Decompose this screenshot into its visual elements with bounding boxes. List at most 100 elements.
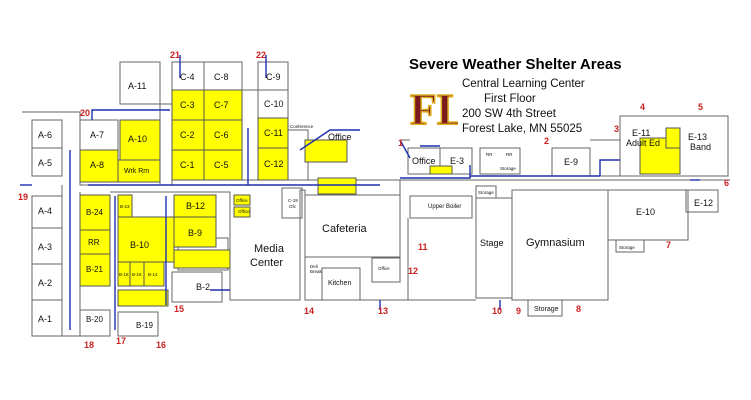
shelter-b14 xyxy=(143,261,165,287)
label-a6: A-6 xyxy=(38,130,52,140)
label-cafeteria: Cafeteria xyxy=(322,223,368,235)
label-conference: Conference xyxy=(290,124,314,129)
city-address: Forest Lake, MN 55025 xyxy=(462,123,583,135)
label-e11: E-11 xyxy=(632,128,650,138)
label-adult-ed: Adult Ed xyxy=(626,138,660,148)
shelter-c5 xyxy=(203,149,243,181)
label-e12: E-12 xyxy=(694,198,713,208)
exit-19: 19 xyxy=(18,192,28,202)
room-labels: A-11 A-6 A-5 A-7 A-8 A-10 Wrk Rm A-4 A-3… xyxy=(38,72,713,330)
shelter-e3-strip xyxy=(429,165,453,175)
label-c19: C-19 xyxy=(288,198,298,203)
room-b20 xyxy=(79,309,111,337)
label-deli: Deli xyxy=(310,264,318,269)
label-a5: A-5 xyxy=(38,158,52,168)
shelter-areas xyxy=(79,89,681,307)
room-rr-e xyxy=(479,147,521,175)
label-office-c: Office xyxy=(328,132,351,142)
exit-numbers: 1 2 3 4 5 6 7 8 9 10 11 12 13 14 15 16 1… xyxy=(18,50,729,350)
label-a4: A-4 xyxy=(38,206,52,216)
label-storage-e10: Storage xyxy=(619,245,635,250)
shelter-b24 xyxy=(79,194,111,231)
label-office-c16: Office xyxy=(238,209,250,214)
room-stage xyxy=(475,197,513,299)
label-c10: C-10 xyxy=(264,99,284,109)
exit-8: 8 xyxy=(576,304,581,314)
exit-1: 1 xyxy=(398,138,403,148)
label-b24: B-24 xyxy=(86,208,103,217)
shelter-c16 xyxy=(233,206,251,218)
shelter-a8 xyxy=(79,149,119,183)
label-b9: B-9 xyxy=(188,228,202,238)
label-b10: B-10 xyxy=(130,240,149,250)
exit-14: 14 xyxy=(304,306,314,316)
label-rr: RR xyxy=(88,238,100,247)
room-storage-stage xyxy=(475,185,497,199)
label-a8: A-8 xyxy=(90,160,104,170)
shelter-e13 xyxy=(665,127,681,149)
label-e10: E-10 xyxy=(636,207,655,217)
shelter-a10 xyxy=(119,119,161,161)
evacuation-routes xyxy=(20,55,700,330)
shelter-rr xyxy=(79,229,111,255)
exit-22: 22 xyxy=(256,50,266,60)
label-a7: A-7 xyxy=(90,130,104,140)
label-storage-gym: Storage xyxy=(534,306,559,313)
label-e9: E-9 xyxy=(564,157,578,167)
room-upper-boiler xyxy=(409,195,473,219)
label-b20: B-20 xyxy=(86,315,103,324)
label-wrk-rm: Wrk Rm xyxy=(124,168,149,175)
label-c9: C-9 xyxy=(266,72,281,82)
label-b16: B-16 xyxy=(132,272,142,277)
shelter-c7 xyxy=(203,89,243,121)
shelter-b-small xyxy=(117,289,169,307)
label-b12: B-12 xyxy=(186,201,205,211)
room-office-cafe xyxy=(371,257,401,283)
exit-3: 3 xyxy=(614,124,619,134)
label-b14: B-14 xyxy=(148,272,158,277)
exit-13: 13 xyxy=(378,306,388,316)
exit-21: 21 xyxy=(170,50,180,60)
floor-name: First Floor xyxy=(484,93,536,105)
label-storage-e: Storage xyxy=(500,166,516,171)
shelter-b21 xyxy=(79,253,111,287)
map-title: Severe Weather Shelter Areas xyxy=(409,56,622,73)
label-b21: B-21 xyxy=(86,265,103,274)
label-office-e: Office xyxy=(412,156,435,166)
shelter-b9 xyxy=(173,216,217,248)
label-c3: C-3 xyxy=(180,100,195,110)
room-e12 xyxy=(685,189,719,213)
exit-11: 11 xyxy=(418,242,428,252)
label-rr-e2: RR xyxy=(506,152,513,157)
label-center: Center xyxy=(250,257,283,269)
shelter-c11 xyxy=(257,117,289,149)
label-c6: C-6 xyxy=(214,130,229,140)
exit-4: 4 xyxy=(640,102,645,112)
room-storage-e xyxy=(615,239,645,253)
label-office-cafe: Office xyxy=(378,266,390,271)
label-b19: B-19 xyxy=(136,321,153,330)
label-storage-stage: Storage xyxy=(478,190,494,195)
label-kitchen: Kitchen xyxy=(328,280,351,287)
shelter-hall xyxy=(317,177,357,195)
label-c19-ofc: Ofc xyxy=(289,204,297,209)
label-rr-e: RR xyxy=(486,152,493,157)
label-e13: E-13 xyxy=(688,132,707,142)
shelter-office xyxy=(304,139,348,163)
shelter-c6 xyxy=(203,119,243,151)
label-gymnasium: Gymnasium xyxy=(526,237,585,249)
shelter-c12 xyxy=(257,147,289,181)
street-address: 200 SW 4th Street xyxy=(462,108,556,120)
label-c4: C-4 xyxy=(180,72,195,82)
shelter-c3 xyxy=(171,89,205,121)
exit-10: 10 xyxy=(492,306,502,316)
label-c12: C-12 xyxy=(264,159,284,169)
label-b2: B-2 xyxy=(196,282,210,292)
room-e11-e13 xyxy=(619,115,729,177)
room-b2 xyxy=(171,271,223,303)
school-logo: FL xyxy=(409,84,458,132)
label-a1: A-1 xyxy=(38,314,52,324)
building-name: Central Learning Center xyxy=(462,78,585,90)
exit-18: 18 xyxy=(84,340,94,350)
